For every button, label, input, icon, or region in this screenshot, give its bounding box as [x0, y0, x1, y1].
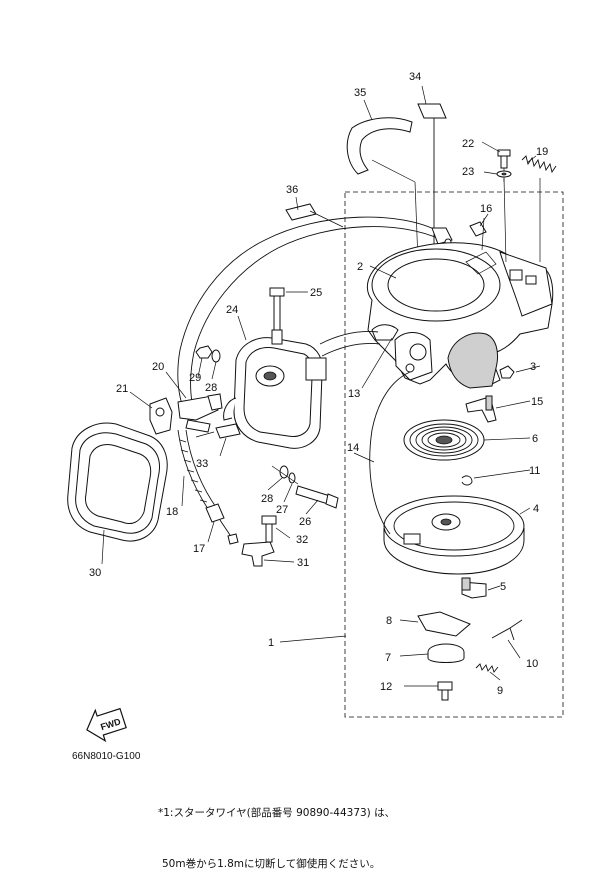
- part-number-4: 4: [533, 503, 539, 515]
- part-number-13: 13: [348, 388, 360, 400]
- part-number-2: 2: [357, 261, 363, 273]
- part-number-15: 15: [531, 396, 543, 408]
- starter-cable-inner: [190, 226, 443, 403]
- part-17-fitting: [205, 503, 239, 545]
- part-20-clamp: [177, 393, 223, 433]
- starter-cable-outer: [177, 216, 441, 405]
- part-number-14: 14: [347, 442, 359, 454]
- part-number-35: 35: [354, 87, 366, 99]
- part-12-screw: [437, 681, 453, 701]
- part-10-spring-clip: [491, 619, 523, 641]
- part-number-12: 12: [380, 681, 392, 693]
- part-number-29: 29: [189, 372, 201, 384]
- part-number-19: 19: [536, 146, 548, 158]
- part-number-1: 1: [268, 637, 274, 649]
- air-duct: [319, 331, 379, 345]
- part-33-sticker: [215, 423, 241, 457]
- part-29-nut: [195, 345, 213, 359]
- part-number-7: 7: [385, 652, 391, 664]
- part-3-nut: [499, 365, 515, 379]
- part-8-friction-plate: [417, 611, 471, 637]
- part-31-bracket: [241, 541, 275, 567]
- part-number-30: 30: [89, 567, 101, 579]
- part-number-32: 32: [296, 534, 308, 546]
- part-number-26: 26: [299, 516, 311, 528]
- part-number-28-upper: 28: [205, 382, 217, 394]
- part-number-9: 9: [497, 685, 503, 697]
- part-35-starter-strip: [346, 117, 419, 263]
- drawing-code: 66N8010-G100: [72, 751, 141, 762]
- part-number-labels: 34 35 22 19 23 36 16 2 25 24 20 3 29 28 …: [89, 71, 548, 697]
- part-number-10: 10: [526, 658, 538, 670]
- part-number-25: 25: [310, 287, 322, 299]
- footnote-line-1: *1:スタータワイヤ(部品番号 90890-44373) は、: [158, 807, 396, 819]
- footnote-line-2: 50m巻から1.8mに切断して御使用ください。: [162, 858, 381, 870]
- part-28-washer-lower: [279, 465, 289, 479]
- part-4-pulley: [383, 495, 525, 575]
- part-number-34: 34: [409, 71, 421, 83]
- part-24-cover: [223, 329, 327, 449]
- part-14-rope: [369, 371, 411, 535]
- footnote: *1:スタータワイヤ(部品番号 90890-44373) は、 50m巻から1.…: [158, 771, 395, 890]
- part-number-20: 20: [152, 361, 164, 373]
- part-number-5: 5: [500, 581, 506, 593]
- part-2-starter-housing: [366, 242, 554, 389]
- part-number-8: 8: [386, 615, 392, 627]
- part-25-bolt: [269, 287, 285, 333]
- leader-lines: [101, 85, 541, 687]
- part-6-recoil-spring: [403, 419, 485, 461]
- part-number-23: 23: [462, 166, 474, 178]
- part-7-cap: [427, 643, 465, 663]
- part-26-bolt: [295, 485, 339, 509]
- part-21-bracket: [149, 397, 173, 435]
- part-18-cable: [177, 429, 219, 513]
- part-30-filter-element: [67, 422, 168, 542]
- part-number-11: 11: [529, 465, 540, 477]
- part-number-36: 36: [286, 184, 298, 196]
- part-36-sticker: [285, 203, 344, 228]
- part-number-31: 31: [297, 557, 309, 569]
- part-number-21: 21: [116, 383, 128, 395]
- part-15-stopper: [465, 395, 497, 423]
- part-number-22: 22: [462, 138, 474, 150]
- part-5-ratchet: [461, 577, 487, 599]
- exploded-parts-diagram: 34 35 22 19 23 36 16 2 25 24 20 3 29 28 …: [67, 71, 564, 743]
- part-number-18: 18: [166, 506, 178, 518]
- part-number-3: 3: [530, 361, 536, 373]
- washer-axis-line: [271, 465, 299, 485]
- part-number-16: 16: [480, 203, 492, 215]
- part-16-clip: [469, 217, 487, 251]
- part-9-spring: [475, 663, 499, 673]
- part-number-6: 6: [532, 433, 538, 445]
- part-28-washer-upper: [211, 349, 221, 363]
- part-number-24: 24: [226, 304, 238, 316]
- part-19-spring: [521, 155, 557, 262]
- part-number-27: 27: [276, 504, 288, 516]
- assembly-boundary: [344, 191, 564, 718]
- fwd-arrow: FWD: [86, 707, 127, 743]
- part-number-33: 33: [196, 458, 208, 470]
- part-number-28-lower: 28: [261, 493, 273, 505]
- part-32-bolt: [261, 515, 277, 543]
- part-23-washer: [496, 170, 512, 263]
- part-number-17: 17: [193, 543, 205, 555]
- part-11-clip: [461, 475, 473, 486]
